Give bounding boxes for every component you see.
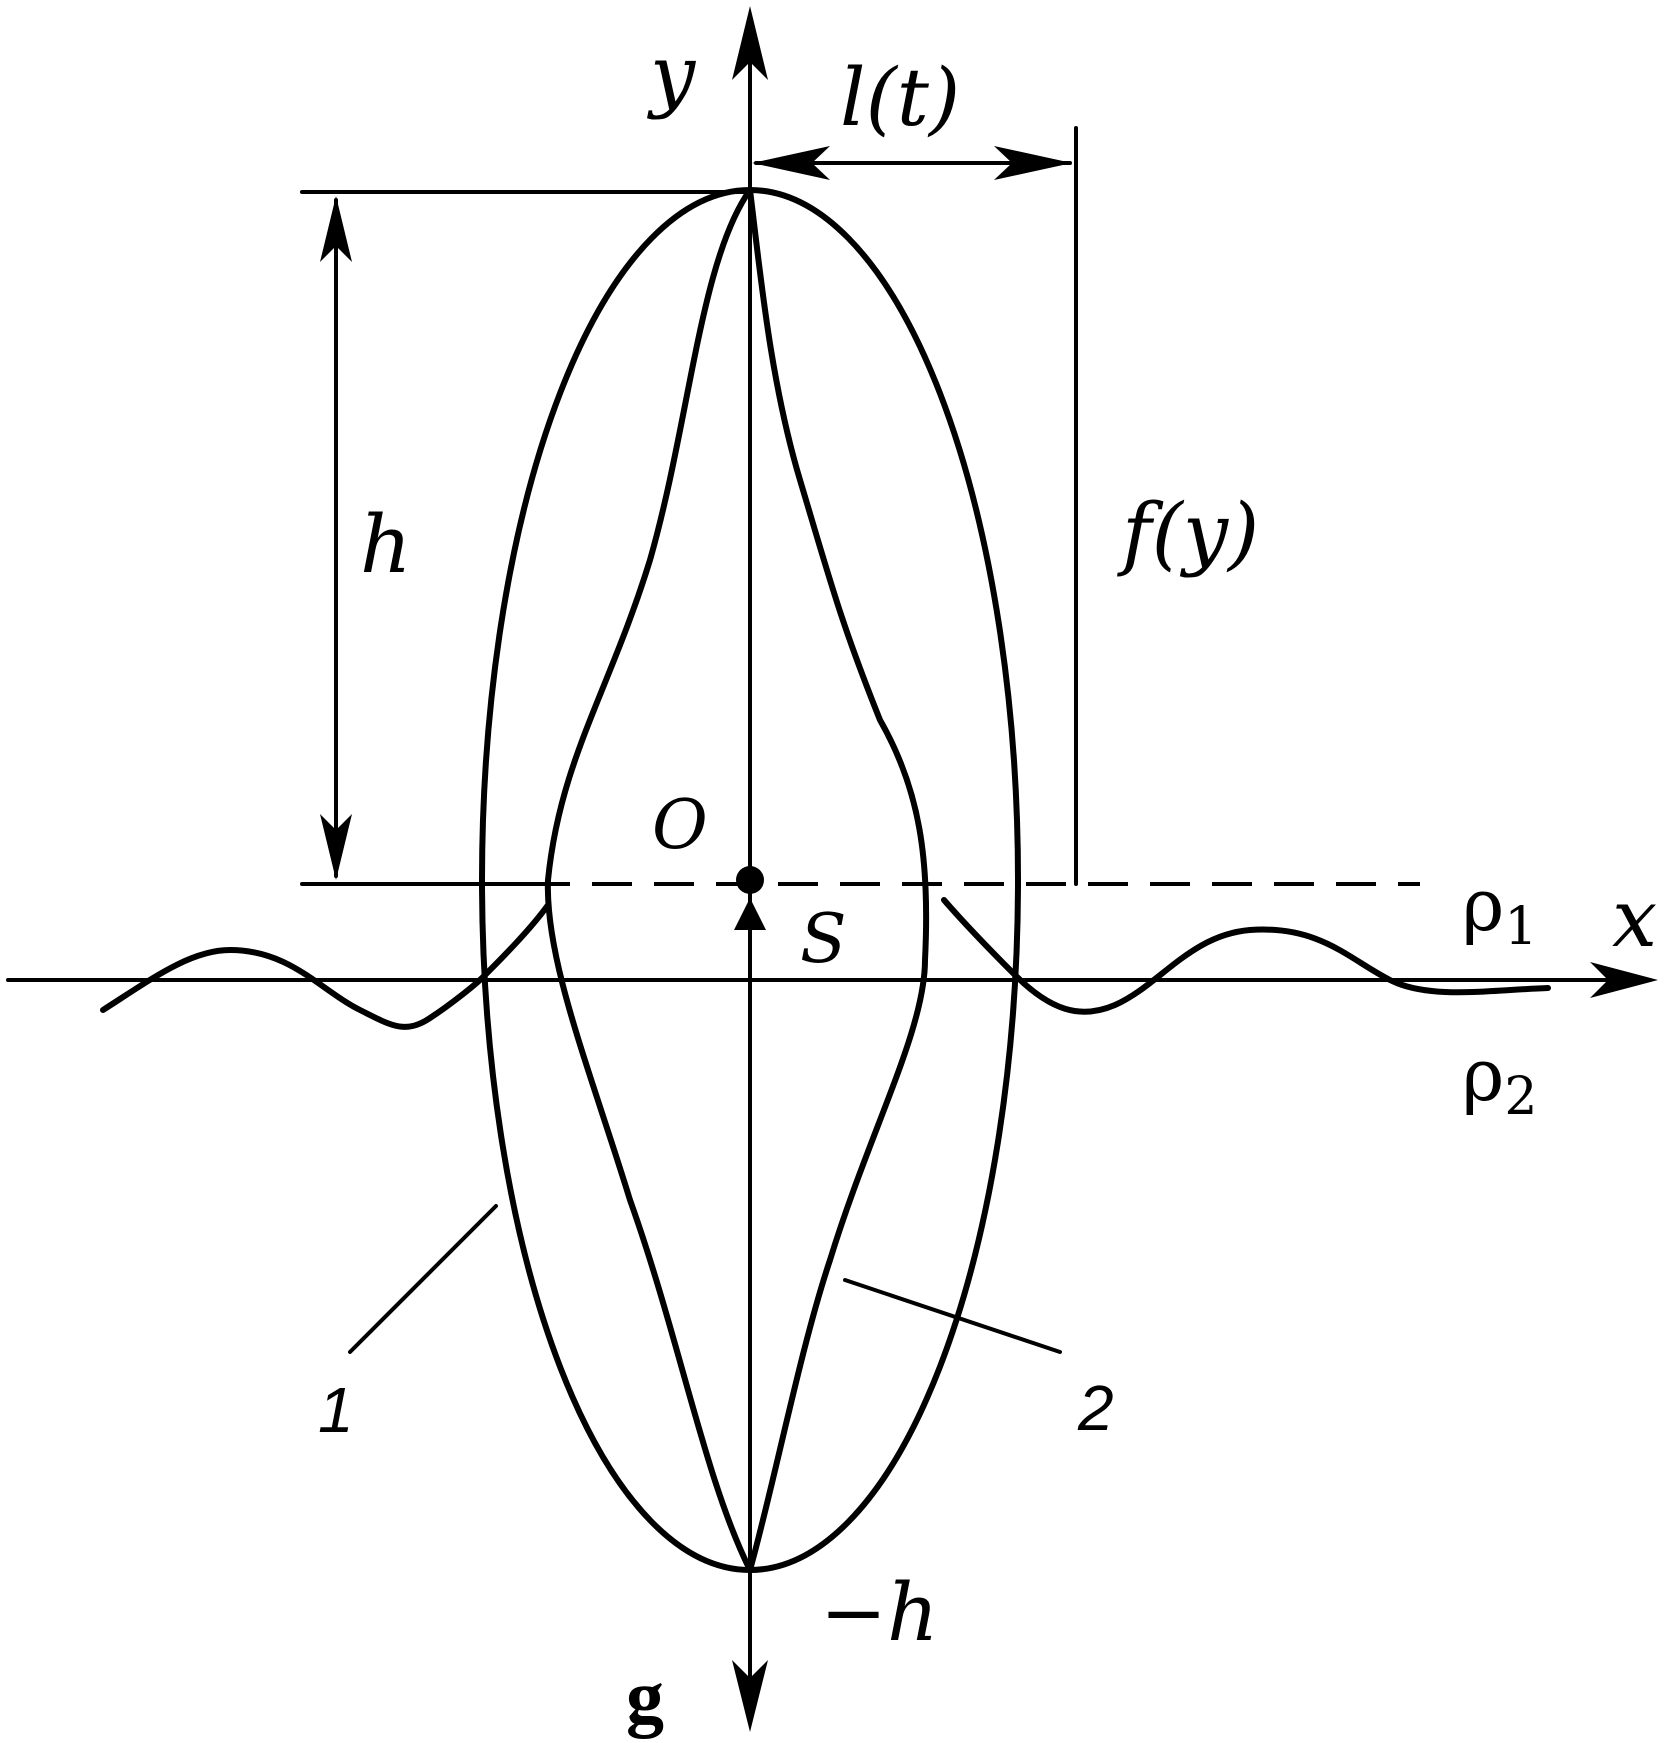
length-arrow-left bbox=[752, 146, 830, 180]
leader-line-1 bbox=[348, 1204, 498, 1354]
rho2-symbol: ρ bbox=[1462, 1033, 1504, 1117]
origin-label: O bbox=[652, 786, 708, 865]
leader-line-2 bbox=[843, 1278, 1062, 1354]
rho2-subscript: 2 bbox=[1504, 1067, 1537, 1127]
rho2-label: ρ2 bbox=[1462, 1033, 1537, 1127]
source-arrowhead bbox=[734, 898, 766, 930]
gravity-arrowhead bbox=[732, 1660, 768, 1732]
curve-2-label: 2 bbox=[1077, 1372, 1114, 1444]
x-axis-arrowhead bbox=[1590, 962, 1658, 998]
rho1-label: ρ1 bbox=[1462, 863, 1537, 957]
function-label: f(y) bbox=[1117, 486, 1259, 579]
interface-wave-left bbox=[100, 902, 551, 1030]
y-axis-arrowhead bbox=[732, 6, 768, 80]
inner-spindle-curve-2 bbox=[544, 187, 930, 1573]
height-arrow-bottom bbox=[320, 814, 352, 880]
gravity-label: g bbox=[626, 1655, 664, 1739]
curve-1-label: 1 bbox=[318, 1374, 354, 1446]
height-label: h bbox=[360, 498, 412, 591]
neg-height-label: −h bbox=[820, 1566, 939, 1659]
length-arrow-right bbox=[994, 146, 1072, 180]
origin-point bbox=[736, 866, 764, 894]
height-arrow-top bbox=[320, 196, 352, 262]
y-axis-label: y bbox=[647, 28, 697, 121]
length-label: l(t) bbox=[840, 51, 960, 144]
rho1-subscript: 1 bbox=[1504, 897, 1537, 957]
rho1-symbol: ρ bbox=[1462, 863, 1504, 947]
x-axis-label: x bbox=[1612, 872, 1657, 965]
source-label: S bbox=[800, 900, 847, 979]
interface-wave-right bbox=[941, 897, 1551, 1015]
